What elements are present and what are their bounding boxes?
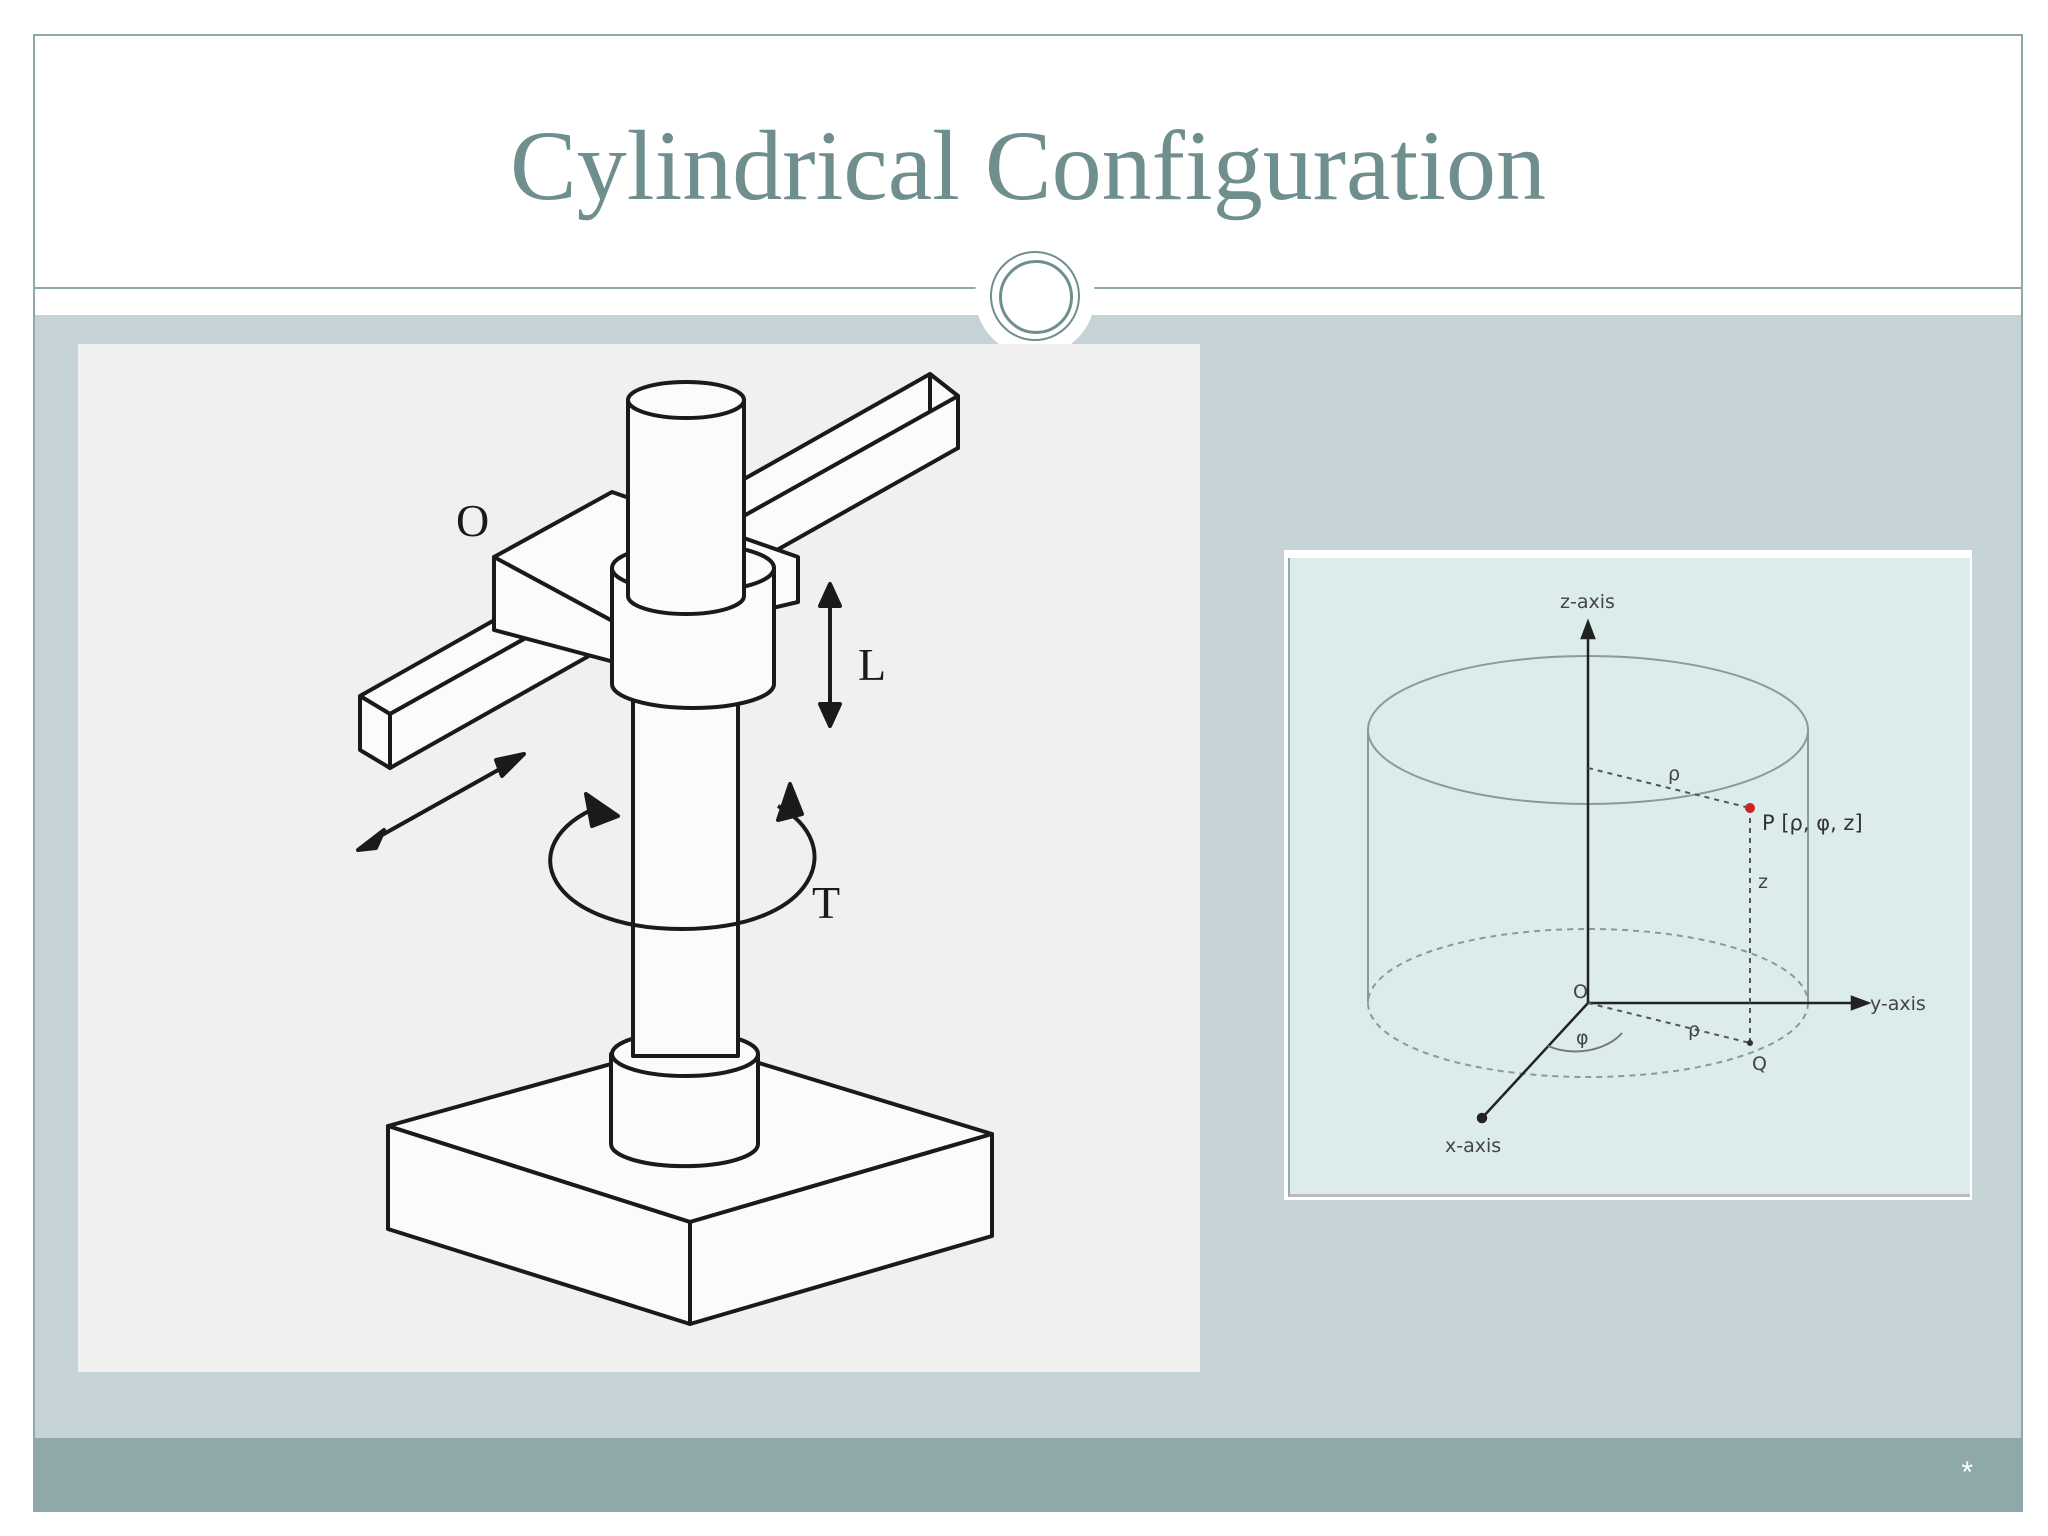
rotation-arrowhead-left [584, 792, 620, 828]
phi-arc [1547, 1032, 1623, 1053]
rho-base-line [1587, 1002, 1751, 1044]
rotation-arrowhead-right [776, 782, 804, 822]
ornament-outer-ring [990, 251, 1080, 341]
label-linear-l: L [858, 639, 886, 690]
label-point-q: Q [1752, 1053, 1767, 1075]
label-z-axis: z-axis [1560, 591, 1615, 613]
extend-arrow-shaft [365, 758, 517, 846]
x-axis-endpoint [1476, 1112, 1488, 1124]
footer-band [35, 1438, 2021, 1510]
label-y-axis: y-axis [1870, 993, 1926, 1015]
point-q-marker [1747, 1040, 1753, 1046]
label-point-p: P [ρ, φ, z] [1762, 811, 1863, 835]
coordinate-drawing: z-axis y-axis x-axis O ρ ρ φ P [ρ, φ, z]… [1367, 591, 1926, 1157]
point-p-marker [1745, 803, 1755, 813]
rotation-arc [548, 804, 817, 931]
label-twist-t: T [812, 877, 840, 928]
slide-title: Cylindrical Configuration [510, 110, 1546, 221]
label-origin: O [1573, 981, 1588, 1003]
z-axis-arrowhead [1580, 618, 1596, 640]
ornament-inner-ring [999, 260, 1073, 334]
x-axis-line [1481, 1002, 1589, 1119]
column [631, 682, 740, 1058]
cylindrical-coordinates-figure: z-axis y-axis x-axis O ρ ρ φ P [ρ, φ, z]… [1284, 550, 1972, 1200]
cylindrical-robot-figure: O L T [78, 344, 1200, 1372]
y-axis-arrowhead [1850, 995, 1872, 1011]
robot-drawing: O L T [356, 372, 994, 1326]
top-cylinder-cap [626, 380, 746, 420]
extend-arrowhead-in [494, 752, 526, 778]
title-ornament [975, 236, 1095, 356]
label-rho-top: ρ [1668, 763, 1680, 785]
label-phi: φ [1576, 1027, 1589, 1049]
label-origin-o: O [456, 495, 489, 546]
top-cylinder [626, 398, 746, 616]
lift-arrowhead-up [818, 582, 842, 608]
coordinate-plot-area: z-axis y-axis x-axis O ρ ρ φ P [ρ, φ, z]… [1288, 558, 1970, 1197]
label-x-axis: x-axis [1445, 1135, 1501, 1157]
slide-number: * [1961, 1456, 1973, 1489]
label-rho-base: ρ [1688, 1019, 1700, 1041]
slide: Cylindrical Configuration [33, 34, 2023, 1512]
extend-arrowhead-out [356, 828, 386, 852]
lift-arrowhead-down [818, 702, 842, 728]
label-height-z: z [1758, 871, 1768, 893]
rho-top-line [1587, 767, 1751, 809]
base-plate-side [688, 1132, 994, 1326]
lower-collar [609, 1052, 760, 1169]
